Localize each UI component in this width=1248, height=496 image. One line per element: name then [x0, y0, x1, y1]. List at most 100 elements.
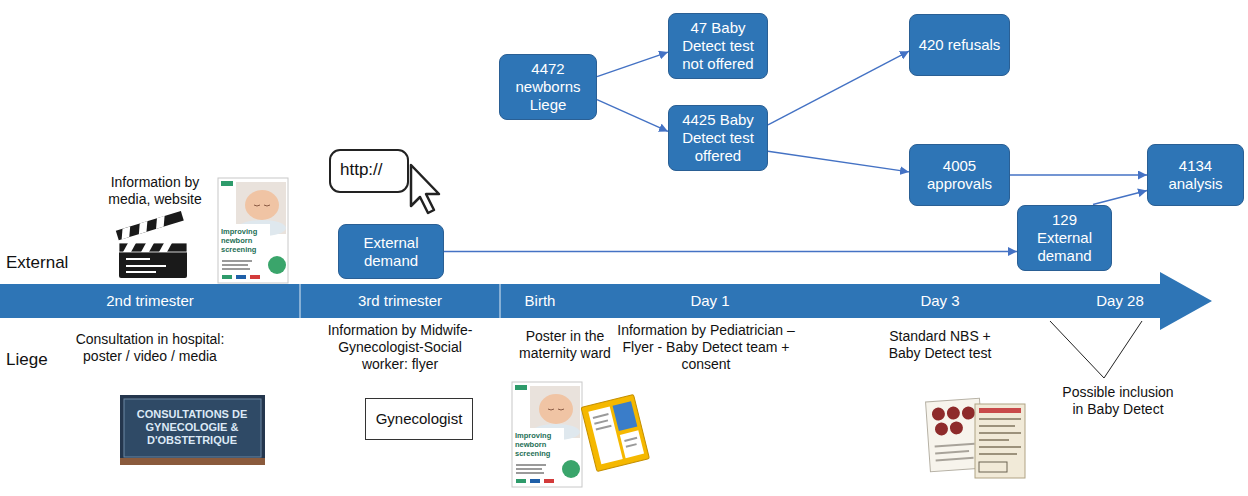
- web-link-icon: [330, 150, 408, 192]
- clapperboard-icon: [153, 216, 167, 229]
- flyer-picture: [581, 394, 649, 471]
- count-box: 4472 newborns Liege: [499, 54, 597, 120]
- timeline-label: Birth: [525, 292, 556, 310]
- flow-arrow: [1010, 174, 1147, 175]
- request-form: [979, 453, 1017, 455]
- sign-photo: [120, 458, 265, 465]
- blood-spot-card: [935, 450, 969, 454]
- flyer-picture: [581, 394, 649, 471]
- clapperboard-icon: [159, 243, 172, 252]
- clapperboard-icon: [123, 243, 136, 252]
- clapperboard-icon: [119, 226, 133, 239]
- flyer-picture: [613, 401, 638, 431]
- step-note: Information by Midwife-Gynecologist-Soci…: [320, 322, 480, 372]
- timeline-label: 2nd trimester: [106, 292, 194, 310]
- clapperboard-icon: [116, 211, 187, 278]
- flyer-picture: [624, 437, 637, 442]
- clapperboard-icon: [119, 243, 187, 278]
- flyer-picture: [596, 425, 612, 431]
- flyer-picture: [626, 443, 637, 448]
- flyer-picture: [594, 419, 608, 424]
- step-note: Information by media, website: [95, 174, 215, 208]
- step-note: Possible inclusion in Baby Detect: [1061, 384, 1176, 418]
- blood-spot-card: [935, 422, 949, 436]
- blood-spot-card: [931, 407, 945, 421]
- sign-photo: [120, 395, 265, 465]
- blood-spot-card: [946, 406, 960, 420]
- node-text: 420 refusals: [919, 36, 1001, 54]
- timeline-band: 2nd trimester 3rd trimester Birth Day 1 Day …: [0, 271, 1212, 331]
- clapperboard-icon: [126, 258, 150, 260]
- timeline-label: Day 28: [1096, 292, 1144, 310]
- step-note: Standard NBS + Baby Detect test: [878, 328, 1003, 362]
- blood-spot-card: [936, 457, 974, 462]
- blood-spot-card: [949, 421, 963, 435]
- clapperboard-icon: [116, 211, 184, 240]
- lane-label: Liege: [6, 350, 96, 370]
- request-form: [979, 408, 1021, 413]
- poster-picture: [218, 178, 288, 283]
- request-form: [979, 439, 1009, 441]
- blood-spot-card: [961, 406, 975, 420]
- count-box: 4134 analysis: [1147, 144, 1244, 206]
- poster-picture: [512, 382, 582, 487]
- timeline-arrow: [0, 272, 1212, 330]
- request-form: [979, 425, 1015, 427]
- request-form: [979, 432, 1021, 434]
- clapperboard-icon: [136, 221, 150, 234]
- clapperboard-icon: [126, 265, 166, 267]
- node-text: 4425 Baby Detect test offered: [676, 111, 760, 165]
- flyer-picture: [620, 430, 644, 458]
- count-box: 4005 approvals: [909, 144, 1010, 206]
- request-form: [979, 462, 1007, 472]
- node-text: 4134 analysis: [1155, 157, 1236, 193]
- source-box: External demand: [338, 224, 444, 279]
- timeline-label: Day 3: [920, 292, 959, 310]
- clapperboard-icon: [116, 211, 184, 240]
- timeline-label: 3rd trimester: [358, 292, 442, 310]
- clapperboard-icon: [119, 243, 187, 252]
- flyer-picture: [593, 413, 609, 419]
- flow-arrow: [1093, 191, 1147, 205]
- flow-arrow: [444, 251, 1017, 252]
- count-box: 4425 Baby Detect test offered: [668, 105, 768, 171]
- timeline-divider: [300, 284, 301, 318]
- blood-spot-card: [935, 443, 975, 448]
- request-form: [975, 404, 1025, 478]
- node-text: External demand: [346, 234, 436, 270]
- flow-arrow: [597, 52, 668, 77]
- sign-photo: [120, 395, 265, 465]
- node-text: 4005 approvals: [917, 157, 1002, 193]
- node-text: 129 External demand: [1025, 211, 1104, 265]
- step-note: Information by Pediatrician – Flyer - Ba…: [611, 322, 801, 372]
- clapperboard-icon: [126, 271, 156, 273]
- lane-label: External: [6, 253, 96, 273]
- poster-title: Improving newborn screening: [515, 431, 563, 458]
- leader-line: [1050, 321, 1142, 378]
- count-box: 129 External demand: [1017, 205, 1112, 271]
- step-note: Poster in the maternity ward: [508, 328, 623, 362]
- timeline-label: Day 1: [690, 292, 729, 310]
- clapperboard-icon: [141, 243, 154, 252]
- node-text: Gynecologist: [376, 410, 463, 428]
- flow-arrow: [768, 51, 909, 125]
- url-text: http://: [340, 160, 402, 180]
- web-link-icon: [411, 165, 439, 213]
- role-box: Gynecologist: [365, 398, 473, 440]
- timeline-divider: [500, 284, 501, 318]
- node-text: 4472 newborns Liege: [507, 60, 589, 114]
- sign-photo: [124, 399, 261, 457]
- web-link-icon: [330, 150, 439, 213]
- request-form: [975, 404, 1025, 478]
- node-text: 47 Baby Detect test not offered: [676, 19, 760, 73]
- poster-title: Improving newborn screening: [221, 227, 269, 254]
- sign-text: CONSULTATIONS DE GYNECOLOGIE & D'OBSTETR…: [135, 408, 250, 448]
- count-box: 47 Baby Detect test not offered: [668, 13, 768, 79]
- flow-arrow: [768, 151, 909, 172]
- step-note: Consultation in hospital: poster / video…: [55, 331, 245, 365]
- flow-arrow: [597, 100, 668, 132]
- request-form: [979, 446, 1021, 448]
- request-form: [979, 418, 1021, 420]
- count-box: 420 refusals: [909, 14, 1010, 76]
